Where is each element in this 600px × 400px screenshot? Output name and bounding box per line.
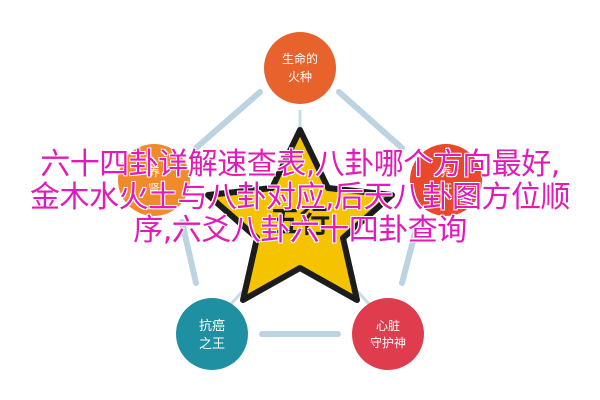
node-left: 养 肾 [118, 144, 190, 216]
node-bottom-left-line2: 之王 [199, 337, 225, 352]
node-bottom-right-line1: 心脏 [376, 318, 400, 333]
arrow-right-bottom [399, 219, 421, 286]
overlay-line-2: 金木水火土与八卦对应,后天八卦图方位顺 [29, 180, 571, 215]
node-bottom-left-circle [176, 298, 248, 370]
node-right-line2: 肝 [440, 182, 452, 196]
overlay-caption: 六十四卦详解速查表,八卦哪个方向最好, 金木水火土与八卦对应,后天八卦图方位顺 … [0, 148, 600, 247]
arrow-left-top [193, 89, 263, 151]
arrow-bottom-left [179, 219, 199, 286]
node-top: 生命的 火种 [264, 32, 336, 104]
node-bottom-right-circle [352, 298, 424, 370]
node-right-circle [410, 144, 482, 216]
node-bottom-left-line1: 抗癌 [199, 318, 225, 334]
node-top-line1: 生命的 [282, 51, 318, 66]
overlay-line-3: 序,六爻八卦六十四卦查询 [133, 213, 467, 248]
node-top-line2: 火种 [288, 70, 312, 84]
node-right-line1: 养 [440, 164, 452, 179]
node-bottom-left: 抗癌 之王 [176, 298, 248, 370]
node-left-line2: 肾 [148, 182, 160, 196]
node-bottom-right-line2: 守护神 [370, 336, 406, 350]
ring-arrows [179, 89, 421, 337]
node-left-line1: 养 [148, 164, 160, 179]
node-right: 养 肝 [410, 144, 482, 216]
center-label: 五行 [270, 205, 330, 240]
node-left-circle [118, 144, 190, 216]
node-top-circle [264, 32, 336, 104]
node-bottom-right: 心脏 守护神 [352, 298, 424, 370]
center-star [205, 127, 395, 303]
arrow-top-right [336, 89, 405, 151]
overlay-line-1: 六十四卦详解速查表,八卦哪个方向最好, [40, 147, 560, 182]
